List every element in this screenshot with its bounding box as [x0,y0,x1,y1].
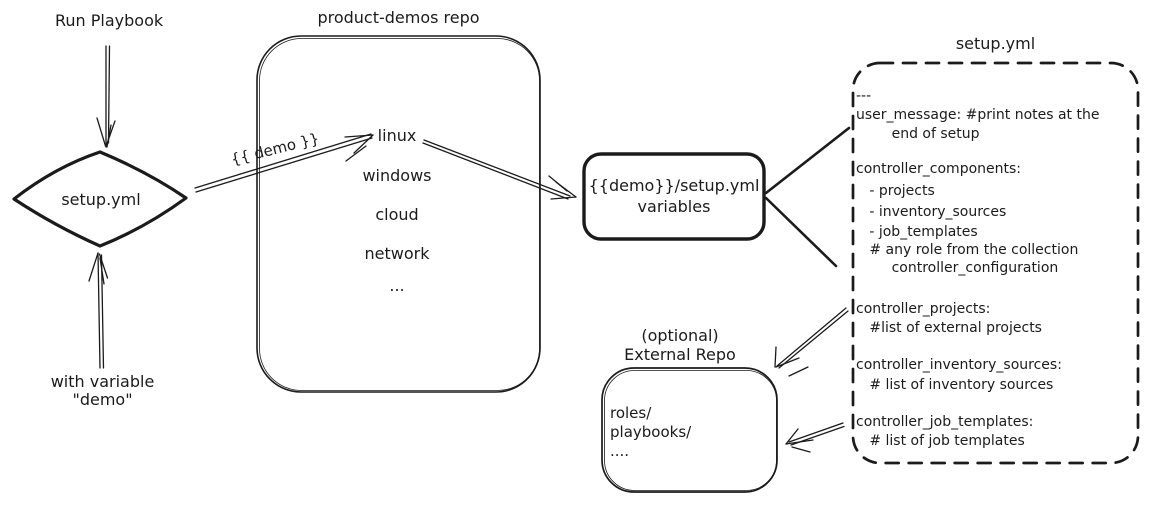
repo-item-windows: windows [362,166,432,185]
setup-yml-title: setup.yml [955,34,1036,53]
repo-item-ellipsis: ... [389,276,405,295]
setup-yml-diamond [12,150,188,248]
yaml-line-projects-comment: #list of external projects [856,320,1042,336]
variables-box [582,152,766,241]
external-repo-box [601,367,778,493]
repo-item-linux: linux [377,126,417,145]
external-repo-playbooks: playbooks/ [610,423,692,441]
external-repo-title-line2: External Repo [624,345,736,364]
external-repo-title-line1: (optional) [641,326,719,345]
yaml-line-any-role-comment: # any role from the collection [856,242,1079,258]
external-repo-roles: roles/ [610,404,652,422]
product-demos-repo-box [256,35,541,393]
yaml-line-templates-comment: # list of job templates [856,433,1025,449]
arrow-projects-to-external [774,307,849,377]
yaml-line-user-message-cont: end of setup [856,126,980,142]
repo-title: product-demos repo [317,8,480,27]
repo-item-cloud: cloud [375,205,419,224]
yaml-line-user-message: user_message: #print notes at the [856,107,1100,123]
arrow-demo [194,133,374,193]
with-variable-label-line2: "demo" [72,390,133,409]
yaml-line-doc-start: --- [856,88,872,104]
variables-box-line1: {{demo}}/setup.yml [588,176,760,195]
repo-item-network: network [364,244,430,263]
with-variable-label-line1: with variable [50,372,155,391]
external-repo-ellipsis: .... [610,442,630,460]
setup-yml-dashed-box [851,61,1140,465]
run-playbook-label: Run Playbook [55,11,164,30]
yaml-line-inventory-comment: # list of inventory sources [856,377,1054,393]
variables-fan-lines [764,126,851,268]
yaml-line-projects-item: - projects [856,183,935,199]
diamond-label: setup.yml [61,190,141,209]
arrow-linux-to-variables [422,139,577,200]
arrow-templates-to-external [785,422,845,453]
arrow-run-playbook [96,45,116,148]
yaml-line-controller-projects: controller_projects: [856,301,991,317]
yaml-line-components: controller_components: [856,161,1021,177]
yaml-line-configuration: controller_configuration [856,260,1059,276]
yaml-line-controller-templates: controller_job_templates: [856,414,1034,430]
yaml-line-inventory-item: - inventory_sources [856,204,1007,220]
yaml-line-controller-inventory: controller_inventory_sources: [856,357,1062,373]
arrow-with-variable [88,252,109,369]
variables-box-line2: variables [637,197,711,216]
yaml-line-templates-item: - job_templates [856,224,978,240]
